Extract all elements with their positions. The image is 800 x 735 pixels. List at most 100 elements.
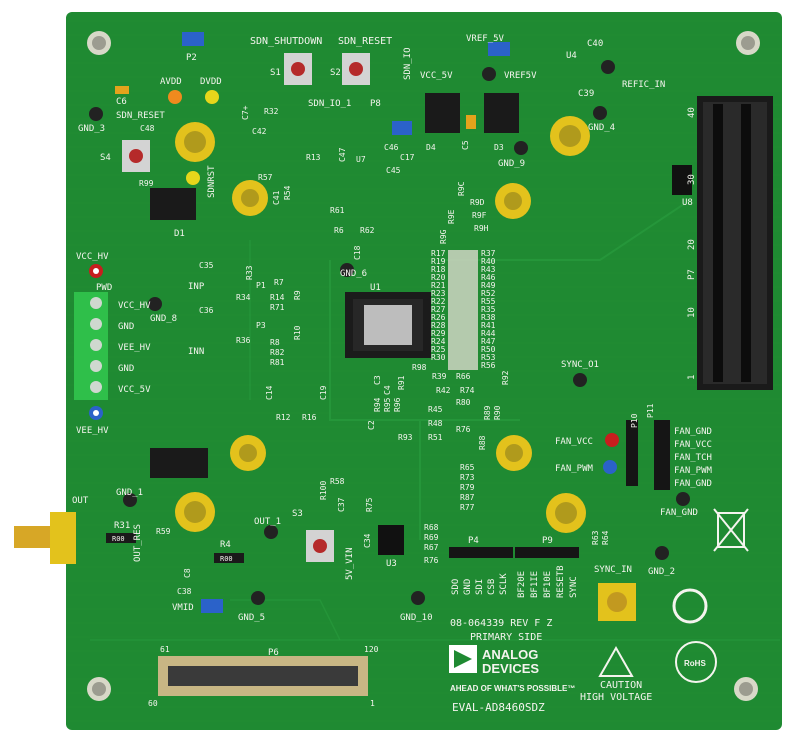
jumper-p2[interactable] — [182, 32, 204, 46]
label-sdn-io-1: SDN_IO_1 — [308, 99, 351, 109]
label-r91: R91 — [397, 375, 406, 390]
header-p4[interactable] — [449, 547, 513, 558]
label-c8: C8 — [183, 568, 192, 578]
gold-hole — [175, 492, 215, 532]
label-r81: R81 — [270, 358, 285, 367]
label-vref-5v: VREF_5V — [466, 34, 505, 44]
header-p9[interactable] — [515, 547, 579, 558]
svg-text:R25: R25 — [431, 345, 446, 354]
svg-text:R17: R17 — [431, 249, 446, 258]
label-r9: R9 — [293, 290, 302, 300]
label-c39: C39 — [578, 89, 594, 99]
u1-ic — [345, 292, 431, 358]
label-p9: P9 — [542, 536, 553, 546]
switch-s3[interactable] — [306, 530, 334, 562]
label-r12: R12 — [276, 413, 291, 422]
label-p10: P10 — [630, 413, 639, 428]
label-d3: D3 — [494, 143, 504, 152]
gold-hole — [496, 435, 532, 471]
label-fan-gnd-right2: FAN_GND — [674, 479, 712, 489]
svg-text:R55: R55 — [481, 297, 496, 306]
label-r95: R95 — [383, 397, 392, 412]
label-sync-o1: SYNC_O1 — [561, 360, 599, 370]
label-r71: R71 — [270, 303, 285, 312]
label-c48: C48 — [140, 124, 155, 133]
svg-text:R43: R43 — [481, 265, 496, 274]
label-5v-vin: 5V_VIN — [345, 547, 355, 580]
svg-text:R29: R29 — [431, 329, 446, 338]
label-fan-vcc-left: FAN_VCC — [555, 437, 593, 447]
label-p4: P4 — [468, 536, 479, 546]
switch-s2[interactable] — [342, 53, 370, 85]
rohs-text: RoHS — [684, 659, 706, 668]
label-c19: C19 — [319, 385, 328, 400]
board-name: EVAL-AD8460SDZ — [452, 701, 545, 714]
svg-text:BF1IE: BF1IE — [530, 571, 540, 598]
brand-tagline: AHEAD OF WHAT'S POSSIBLE™ — [450, 684, 575, 693]
label-c38: C38 — [177, 587, 192, 596]
label-r98: R98 — [412, 363, 427, 372]
label-r31: R31 — [114, 521, 130, 531]
label-r59: R59 — [156, 527, 171, 536]
svg-text:R19: R19 — [431, 257, 446, 266]
label-gnd-4: GND_4 — [588, 123, 615, 133]
recycle-icon — [672, 588, 708, 624]
label-p3: P3 — [256, 321, 266, 330]
pin-vcc-5v: VCC_5V — [118, 385, 151, 395]
label-gnd-2: GND_2 — [648, 567, 675, 577]
mounting-hole-bl — [87, 677, 111, 701]
label-r73: R73 — [460, 473, 475, 482]
label-p6: P6 — [268, 648, 279, 658]
label-inn: INN — [188, 347, 204, 357]
label-p11: P11 — [646, 403, 655, 418]
label-r36: R36 — [236, 336, 251, 345]
test-point-vee-hv — [89, 406, 103, 420]
label-c3: C3 — [373, 375, 382, 385]
label-r63: R63 — [591, 530, 600, 545]
svg-text:R44: R44 — [481, 329, 496, 338]
analog-devices-logo — [449, 645, 477, 673]
label-r9h: R9H — [474, 224, 489, 233]
label-vmid: VMID — [172, 603, 194, 613]
mounting-hole-tl — [87, 31, 111, 55]
header-p10[interactable] — [626, 420, 638, 486]
label-r9g: R9G — [439, 229, 448, 244]
jumper-vref[interactable] — [488, 42, 510, 56]
pin-gnd-1: GND — [118, 322, 134, 332]
test-point-avdd — [168, 90, 182, 104]
label-c37: C37 — [337, 497, 346, 512]
caution-line2: HIGH VOLTAGE — [580, 692, 652, 703]
label-r80: R80 — [456, 398, 471, 407]
switch-s4[interactable] — [122, 140, 150, 172]
label-r54: R54 — [283, 185, 292, 200]
label-sdn-shutdown: SDN_SHUTDOWN — [250, 36, 322, 47]
svg-text:R23: R23 — [431, 289, 446, 298]
regulator-lower — [150, 448, 208, 478]
label-r96: R96 — [393, 397, 402, 412]
label-pwd: PWD — [96, 283, 112, 293]
label-u3: U3 — [386, 559, 397, 569]
label-gnd-3: GND_3 — [78, 124, 105, 134]
label-c5: C5 — [461, 140, 470, 150]
label-p7-20: 20 — [687, 239, 697, 250]
svg-text:R26: R26 — [431, 313, 446, 322]
header-p11[interactable] — [654, 420, 670, 490]
label-c34: C34 — [363, 533, 372, 548]
label-c36: C36 — [199, 306, 214, 315]
sma-sync-in — [598, 583, 636, 621]
svg-text:R24: R24 — [431, 337, 446, 346]
caution-line1: CAUTION — [600, 680, 642, 691]
label-gnd-9: GND_9 — [498, 159, 525, 169]
switch-s1[interactable] — [284, 53, 312, 85]
jumper-vmid[interactable] — [201, 599, 223, 613]
svg-text:R22: R22 — [431, 297, 446, 306]
jumper-p8[interactable] — [392, 121, 412, 135]
resistor-labels-right: R37 R40 R43 R46 R49 R52 R55 R35 R38 R41 … — [481, 249, 496, 370]
label-c2: C2 — [367, 420, 376, 430]
label-r42: R42 — [436, 386, 451, 395]
svg-text:R46: R46 — [481, 273, 496, 282]
p7-connector — [697, 96, 773, 390]
label-r62: R62 — [360, 226, 375, 235]
label-r48: R48 — [428, 419, 443, 428]
